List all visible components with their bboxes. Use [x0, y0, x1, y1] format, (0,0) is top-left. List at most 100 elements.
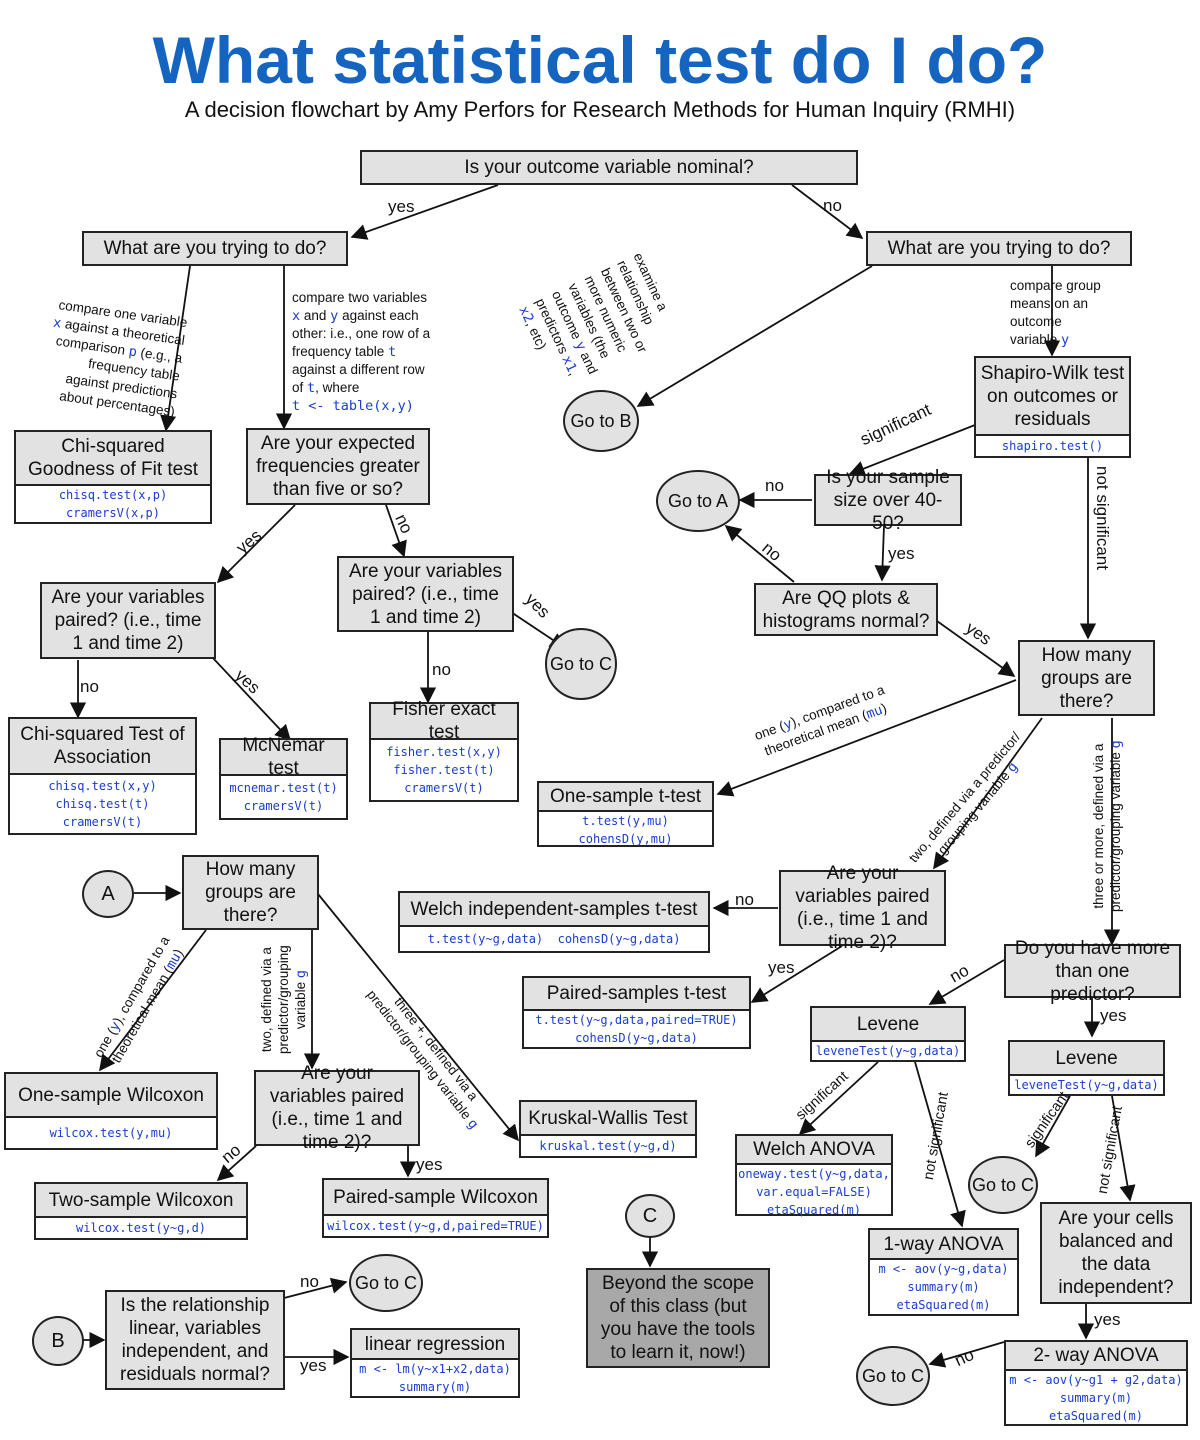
- one-sample-wilcoxon-title: One-sample Wilcoxon: [6, 1074, 216, 1118]
- welch-t-card: Welch independent-samples t-test t.test(…: [398, 891, 710, 953]
- note-compare-group-line: compare group: [1010, 278, 1101, 293]
- two-sample-wilcoxon-title: Two-sample Wilcoxon: [36, 1184, 246, 1218]
- levene-one-significant-label: significant: [792, 1068, 852, 1124]
- linear-regression-code: m <- lm(y~x1+x2,data) summary(m): [352, 1360, 518, 1396]
- paired-middle-no-label: no: [432, 660, 451, 679]
- paired-t-title: Paired-samples t-test: [524, 978, 749, 1011]
- cells-balanced-box: Are your cells balanced and the data ind…: [1040, 1202, 1192, 1304]
- note-compare-one: compare one variable x against a theoret…: [15, 292, 188, 421]
- shapiro-significant-label: significant: [857, 399, 934, 450]
- code-line: wilcox.test(y~g,d,paired=TRUE): [327, 1219, 544, 1233]
- note-compare-group-line: outcome: [1010, 314, 1062, 329]
- welch-t-title: Welch independent-samples t-test: [400, 893, 708, 927]
- code-line: mcnemar.test(t): [229, 781, 338, 795]
- note-line: predictor/grouping variable g: [1108, 740, 1124, 912]
- linear-regression-title: linear regression: [352, 1330, 518, 1360]
- qq-plots-box: Are QQ plots & histograms normal?: [754, 583, 938, 636]
- note-line: two, defined via a: [259, 947, 274, 1053]
- note-compare-group: compare group means on an outcome variab…: [1010, 277, 1130, 349]
- paired-sample-wilcoxon-code: wilcox.test(y~g,d,paired=TRUE): [324, 1216, 547, 1236]
- note-compare-two-line: other: i.e., one row of a: [292, 326, 431, 341]
- code-line: leveneTest(y~g,data): [1014, 1078, 1159, 1092]
- code-line: t.test(y~g,data,paired=TRUE): [535, 1013, 738, 1027]
- sample-size-no-label: no: [765, 476, 784, 495]
- note-compare-two-line: x and y against each: [292, 308, 419, 324]
- note-one-y-right: one (y), compared to a theoretical mean …: [752, 681, 893, 762]
- note-three-right: three or more, defined via a predictor/g…: [1090, 740, 1125, 912]
- note-two-g-a: two, defined via a predictor/grouping va…: [258, 945, 310, 1054]
- mcnemar-card: McNemar test mcnemar.test(t) cramersV(t): [219, 735, 348, 820]
- twoway-anova-title: 2- way ANOVA: [1006, 1342, 1186, 1371]
- note-compare-two-code: t <- table(x,y): [292, 398, 414, 414]
- go-to-c-circle: Go to C: [545, 628, 617, 700]
- code-line: cramersV(t): [404, 781, 484, 795]
- code-line: summary(m): [907, 1280, 980, 1294]
- qq-no-label: no: [758, 538, 786, 565]
- paired-middle-yes-label: yes: [521, 589, 554, 622]
- code-line: t.test(y,mu): [582, 814, 669, 828]
- shapiro-wilk-title: Shapiro-Wilk test on outcomes or residua…: [976, 358, 1129, 436]
- expected-yes-label: yes: [232, 525, 266, 558]
- right-purpose-box: What are you trying to do?: [866, 231, 1132, 266]
- expected-frequencies-box: Are your expected frequencies greater th…: [246, 428, 430, 505]
- code-line: m <- aov(y~g1 + g2,data): [1009, 1373, 1183, 1387]
- more-predictor-no-label: no: [946, 960, 973, 987]
- cells-no-label: no: [951, 1344, 977, 1371]
- kruskal-wallis-card: Kruskal-Wallis Test kruskal.test(y~g,d): [519, 1100, 697, 1158]
- code-line: summary(m): [1059, 1391, 1133, 1405]
- levene-one-title: Levene: [812, 1008, 964, 1042]
- circle-b: B: [32, 1316, 84, 1366]
- code-line: m <- lm(y~x1+x2,data): [359, 1362, 511, 1376]
- welch-anova-title: Welch ANOVA: [737, 1136, 891, 1165]
- shapiro-not-significant-label: not significant: [1092, 466, 1112, 570]
- groups-a-box: How many groups are there?: [182, 855, 319, 930]
- note-compare-two-line: compare two variables: [292, 290, 428, 305]
- note-line: predictor/grouping: [276, 945, 291, 1054]
- oneway-anova-card: 1-way ANOVA m <- aov(y~g,data) summary(m…: [868, 1228, 1019, 1316]
- left-purpose-box: What are you trying to do?: [82, 231, 348, 266]
- more-predictor-box: Do you have more than one predictor?: [1004, 938, 1181, 1005]
- linear-question-box: Is the relationship linear, variables in…: [105, 1290, 285, 1390]
- code-line: wilcox.test(y~g,d): [75, 1221, 207, 1235]
- code-line: chisq.test(t): [55, 797, 150, 811]
- one-sample-wilcoxon-card: One-sample Wilcoxon wilcox.test(y,mu): [4, 1072, 218, 1150]
- code-line: shapiro.test(): [1001, 439, 1104, 453]
- levene-two-card: Levene leveneTest(y~g,data): [1008, 1040, 1165, 1096]
- paired-left-no-label: no: [80, 677, 99, 696]
- fisher-exact-card: Fisher exact test fisher.test(x,y) fishe…: [369, 699, 519, 802]
- go-to-c-circle: Go to C: [968, 1156, 1038, 1214]
- paired-left-yes-label: yes: [231, 665, 264, 698]
- paired-middle-box: Are your variables paired? (i.e., time 1…: [337, 556, 514, 632]
- chi-squared-gof-title: Chi-squared Goodness of Fit test: [16, 432, 210, 486]
- fisher-exact-title: Fisher exact test: [371, 699, 517, 743]
- oneway-anova-code: m <- aov(y~g,data) summary(m) etaSquared…: [870, 1260, 1017, 1314]
- go-to-c-circle: Go to C: [349, 1254, 423, 1312]
- sample-size-yes-label: yes: [888, 544, 915, 563]
- chi-squared-association-card: Chi-squared Test of Association chisq.te…: [8, 717, 197, 835]
- levene-one-code: leveneTest(y~g,data): [812, 1042, 964, 1060]
- root-yes-label: yes: [388, 197, 415, 216]
- paired-t-card: Paired-samples t-test t.test(y~g,data,pa…: [522, 976, 751, 1049]
- beyond-scope-box: Beyond the scope of this class (but you …: [586, 1268, 770, 1368]
- fisher-exact-code: fisher.test(x,y) fisher.test(t) cramersV…: [371, 740, 517, 800]
- one-sample-t-code: t.test(y,mu) cohensD(y,mu): [539, 812, 712, 848]
- code-line: fisher.test(t): [393, 763, 495, 777]
- circle-c: C: [625, 1194, 675, 1238]
- levene-two-title: Levene: [1010, 1042, 1163, 1076]
- mcnemar-title: McNemar test: [221, 735, 346, 779]
- note-compare-group-line: variable y: [1010, 332, 1070, 348]
- levene-one-card: Levene leveneTest(y~g,data): [810, 1006, 966, 1062]
- go-to-b-circle: Go to B: [563, 390, 639, 452]
- page-subtitle: A decision flowchart by Amy Perfors for …: [184, 97, 1016, 122]
- code-line: cramersV(x,p): [66, 506, 160, 520]
- code-line: wilcox.test(y,mu): [49, 1126, 173, 1140]
- go-to-a-circle: Go to A: [656, 470, 740, 532]
- code-line: m <- aov(y~g,data): [878, 1262, 1009, 1276]
- kruskal-wallis-title: Kruskal-Wallis Test: [521, 1102, 695, 1136]
- paired-a-box: Are your variables paired (i.e., time 1 …: [254, 1063, 420, 1153]
- code-line: summary(m): [398, 1380, 472, 1394]
- paired-sample-wilcoxon-title: Paired-sample Wilcoxon: [324, 1180, 547, 1216]
- code-line: kruskal.test(y~g,d): [539, 1139, 677, 1153]
- note-line: grouping variable g: [934, 759, 1022, 858]
- twoway-anova-code: m <- aov(y~g1 + g2,data) summary(m) etaS…: [1006, 1371, 1186, 1425]
